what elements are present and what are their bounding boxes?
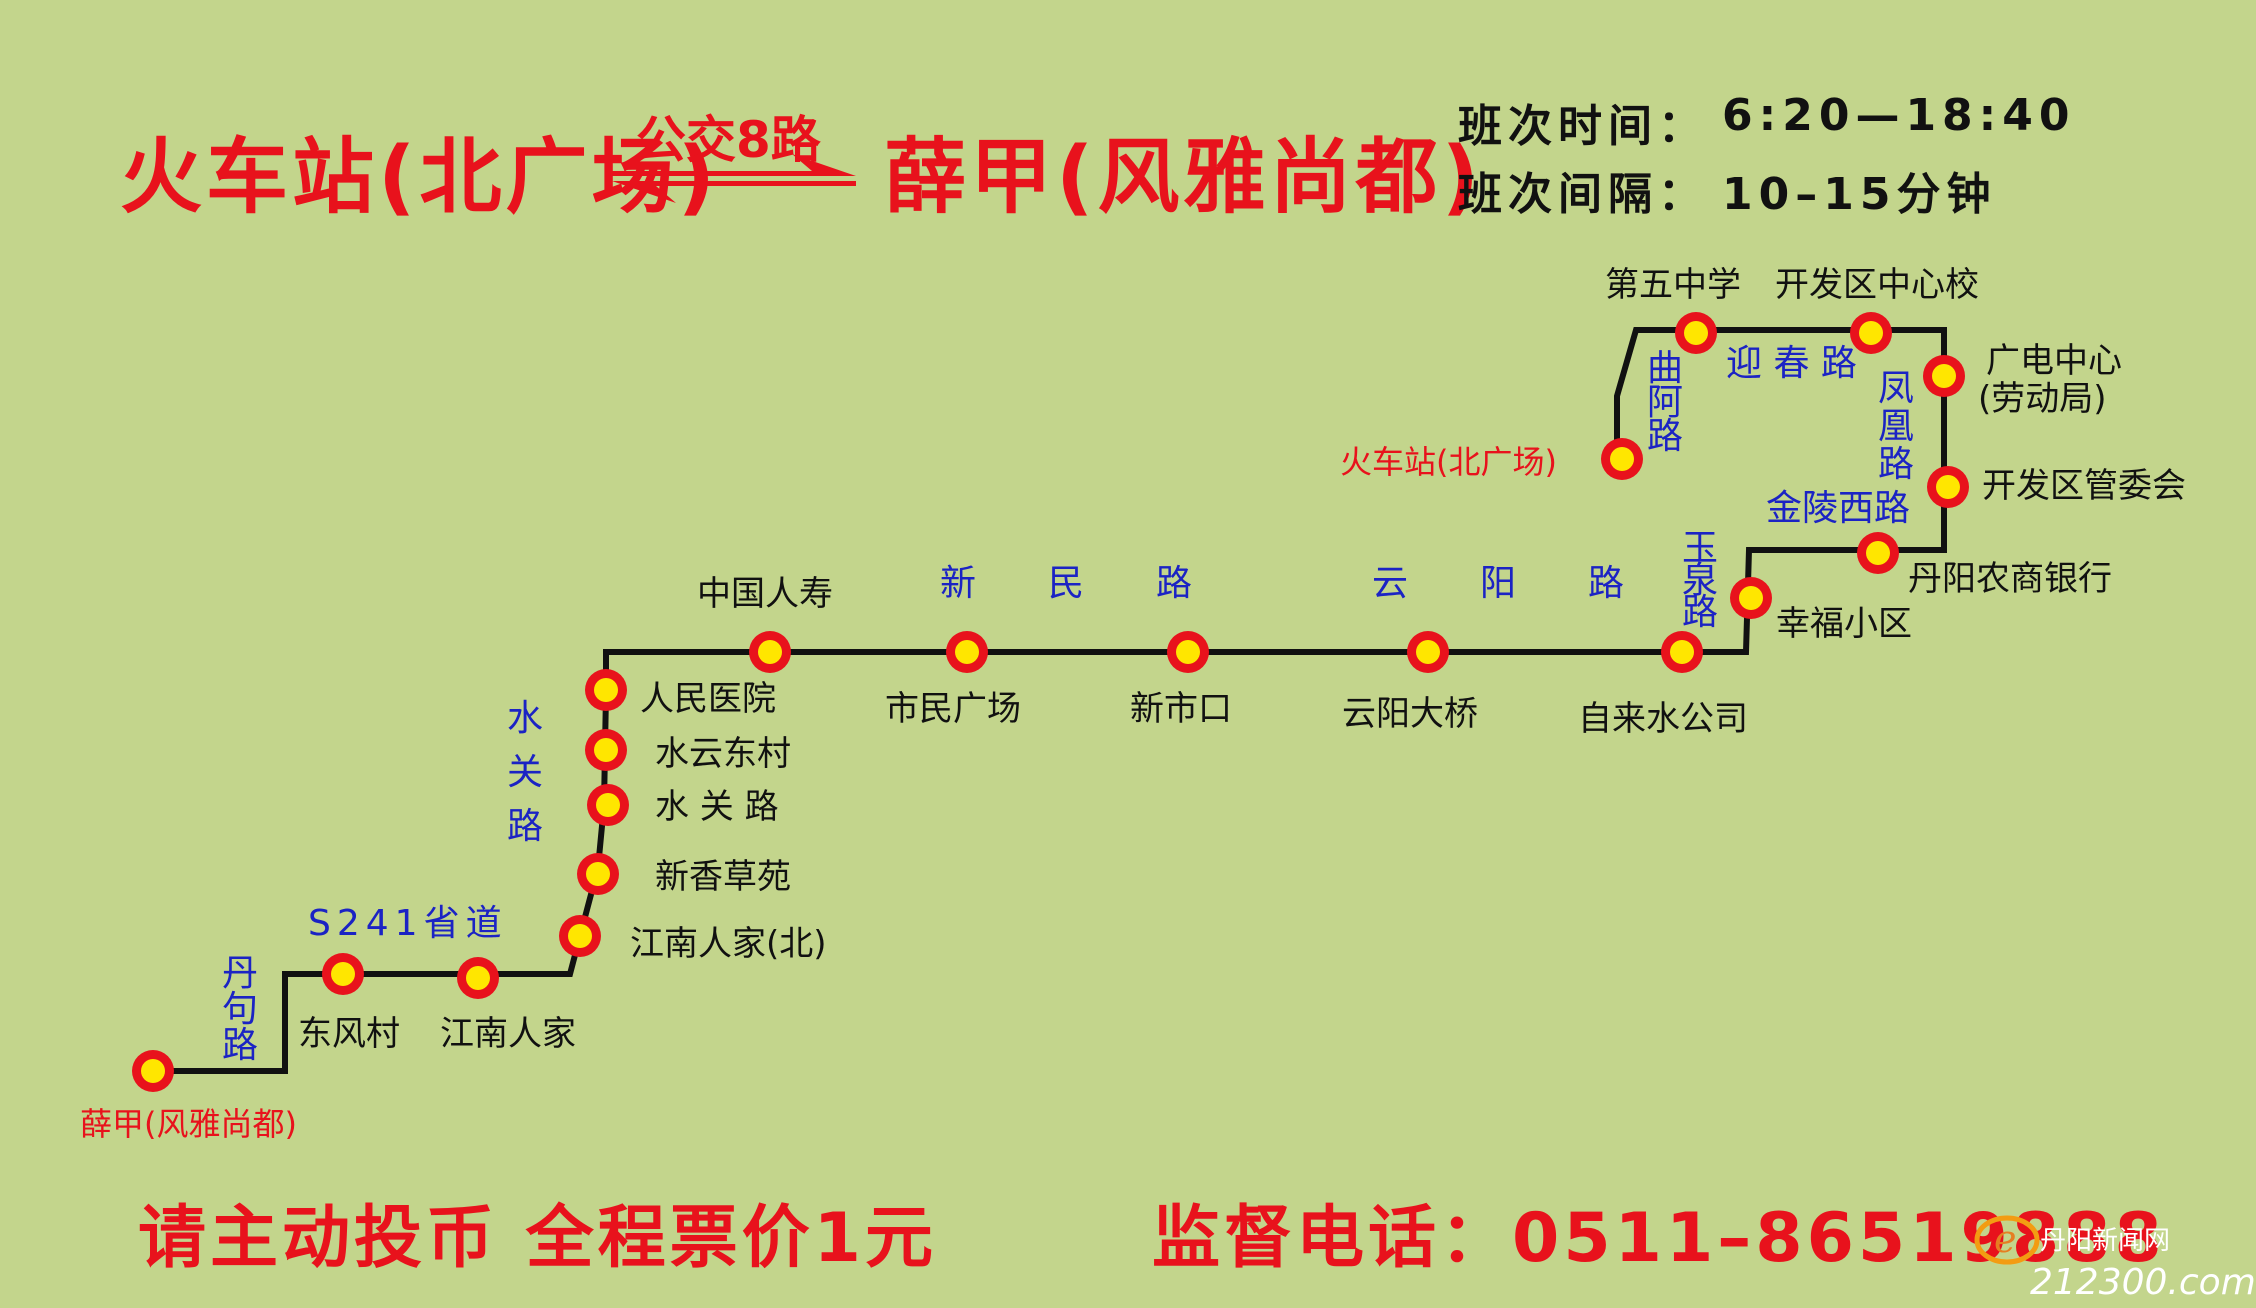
stop-marker-center-danyangnongshang: [1866, 541, 1890, 565]
stop-label-shiminguangchang: 市民广场: [885, 689, 1021, 729]
stop-marker-center-dongfengcun: [331, 962, 355, 986]
stop-label-jiangnanrenjia: 江南人家: [440, 1014, 576, 1054]
watermark-domain: 212300.com: [2030, 1262, 2256, 1303]
stop-label-diwuzhongxue: 第五中学: [1605, 265, 1741, 305]
stop-marker-center-zilaishui: [1670, 640, 1694, 664]
stop-marker-center-renminyiyuan: [594, 678, 618, 702]
stop-marker-center-kaifaqu-zhongxinxiao: [1859, 321, 1883, 345]
stop-label-zilaishui: 自来水公司: [1578, 699, 1748, 739]
stop-label-xinxiangcaoyuan: 新香草苑: [655, 857, 791, 897]
stop-marker-center-zhongguorenshou: [758, 640, 782, 664]
bidirectional-arrow-icon: [612, 154, 856, 203]
stop-marker-center-huochezhan: [1610, 447, 1634, 471]
route-map: 薛甲(风雅尚都) 东风村江南人家 江南人家(北) 新香草苑 水 关 路 水云东村 人民医院 中…: [80, 265, 2186, 1143]
stop-label-guangdian-sub: (劳动局): [1978, 379, 2107, 419]
schedule-label: 班次时间：: [1458, 101, 1708, 152]
stop-label-renminyiyuan: 人民医院: [640, 679, 776, 719]
destination-title: 薛甲(风雅尚都): [884, 130, 1483, 225]
interval-label: 班次间隔：: [1458, 169, 1708, 220]
stop-marker-center-shuiyundongcun: [594, 738, 618, 762]
fare-notice: 请主动投币 全程票价1元: [138, 1199, 937, 1278]
road-label-s241: S241省道: [308, 903, 508, 944]
stop-label-huochezhan: 火车站(北广场): [1340, 443, 1557, 481]
road-label-jinlingxilu: 金陵西路: [1766, 488, 1910, 529]
stop-marker-center-jiangnanrenjia-bei: [568, 924, 592, 948]
stop-marker-center-jiangnanrenjia: [466, 966, 490, 990]
stop-marker-center-guangdian: [1932, 364, 1956, 388]
stop-label-shuiguanlu: 水 关 路: [655, 787, 779, 827]
road-label-yingchunlu: 迎 春 路: [1726, 343, 1857, 384]
watermark-site-name: 丹阳新闻网: [2040, 1226, 2171, 1256]
stop-marker-center-diwuzhongxue: [1684, 321, 1708, 345]
stop-label-dongfengcun: 东风村: [298, 1014, 400, 1054]
stop-label-kaifaqu-guanweihui: 开发区管委会: [1982, 466, 2186, 506]
stop-label-xinshikou: 新市口: [1130, 689, 1232, 729]
road-label-fenghuanglu: 凤凰路: [1878, 368, 1914, 485]
site-logo-icon: e: [1974, 1215, 2040, 1265]
stop-marker-center-xuejia: [141, 1059, 165, 1083]
origin-title: 火车站(北广场): [120, 130, 719, 225]
stop-marker-center-xinxiangcaoyuan: [586, 862, 610, 886]
road-label-xinminlu: 新 民 路: [940, 563, 1192, 604]
stop-label-shuiyundongcun: 水云东村: [655, 734, 791, 774]
interval-value: 10–15分钟: [1722, 169, 1997, 220]
site-logo-letter: e: [1994, 1217, 2017, 1261]
stop-marker-center-xingfuxiaoqu: [1739, 586, 1763, 610]
stop-marker-center-kaifaqu-guanweihui: [1936, 475, 1960, 499]
stop-label-yunyangdaqiao: 云阳大桥: [1342, 694, 1478, 734]
road-label-qualu: 曲阿路: [1647, 348, 1683, 457]
stop-label-xuejia: 薛甲(风雅尚都): [80, 1105, 297, 1143]
stop-label-guangdian: 广电中心: [1986, 341, 2122, 381]
stop-label-xingfuxiaoqu: 幸福小区: [1776, 604, 1912, 644]
schedule-value: 6:20—18:40: [1722, 90, 2076, 141]
stop-label-zhongguorenshou: 中国人寿: [697, 574, 833, 614]
stop-label-danyangnongshang: 丹阳农商银行: [1908, 559, 2112, 599]
hotline: 监督电话：0511–86519888: [1152, 1199, 2166, 1278]
road-label-yunyanglu: 云 阳 路: [1372, 563, 1624, 604]
stop-label-jiangnanrenjia-bei: 江南人家(北): [630, 924, 827, 964]
route-name: 公交8路: [636, 111, 821, 169]
stop-marker-center-shiminguangchang: [955, 640, 979, 664]
road-label-shuiguanlu: 水关路: [507, 698, 543, 847]
stop-marker-center-shuiguanlu: [596, 793, 620, 817]
road-label-danjulu: 丹句路: [222, 953, 258, 1066]
stop-marker-center-xinshikou: [1176, 640, 1200, 664]
stop-marker-center-yunyangdaqiao: [1416, 640, 1440, 664]
road-label-yuquanlu: 玉泉路: [1682, 528, 1718, 633]
stop-label-kaifaqu-zhongxinxiao: 开发区中心校: [1775, 265, 1979, 305]
